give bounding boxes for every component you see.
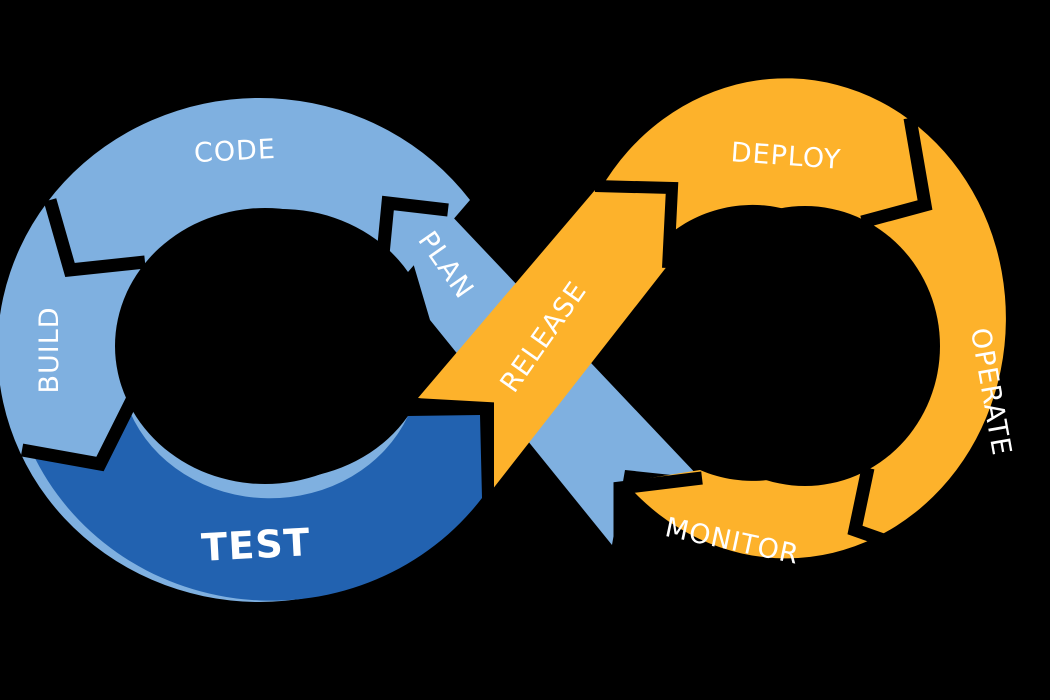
code-label: CODE xyxy=(193,134,276,169)
deploy-label: DEPLOY xyxy=(730,137,842,176)
release-outline-top xyxy=(594,180,679,269)
test-label: TEST xyxy=(200,520,311,570)
right-ring-hole xyxy=(670,206,940,486)
build-label: BUILD xyxy=(34,306,65,393)
left-ring-hole xyxy=(115,208,415,484)
separator-build-test xyxy=(20,397,138,472)
release-ribbon xyxy=(418,190,668,490)
release-outline-bottom xyxy=(414,398,494,492)
separator-code-build xyxy=(43,198,146,278)
test-segment xyxy=(32,412,482,601)
separator-monitor-plan xyxy=(613,471,703,555)
separator-deploy-operate xyxy=(860,116,933,229)
separator-code-plan xyxy=(375,195,449,266)
separator-operate-monitor xyxy=(847,466,943,567)
